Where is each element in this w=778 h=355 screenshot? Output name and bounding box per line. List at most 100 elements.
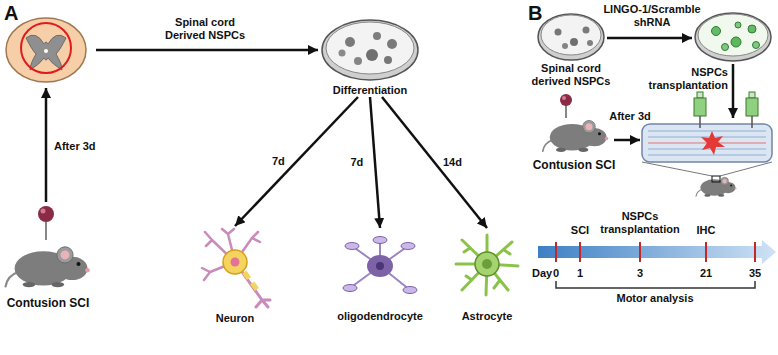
- node-text: Neuron: [185, 312, 285, 325]
- spinal-cord-longitudinal: [648, 154, 766, 156]
- neuron-illustration: [242, 271, 251, 280]
- mouse-with-impactor: [41, 209, 46, 214]
- process-arrow: [614, 139, 640, 142]
- mouse-with-impactor: [45, 222, 47, 240]
- duration-label: 14d: [441, 156, 464, 169]
- culture-dish: [538, 14, 604, 60]
- oligodendrocyte-illustration: [376, 262, 384, 270]
- timeline-tick: [639, 242, 641, 262]
- neuron-illustration: [250, 282, 259, 291]
- process-arrow: [96, 49, 318, 52]
- model-label: Contusion SCI: [526, 92, 622, 172]
- astrocyte-illustration: [482, 259, 492, 269]
- timeline-tick: [555, 242, 557, 262]
- mouse-with-impactor: [562, 96, 566, 100]
- mouse-with-impactor: [38, 206, 54, 222]
- culture-dish: [387, 39, 397, 49]
- panel-letter: A: [4, 2, 28, 24]
- node-text: Differentiation: [325, 84, 415, 97]
- process-arrow: [235, 97, 358, 226]
- timeline-tick: [754, 242, 756, 262]
- event-label: NSPCs transplantation: [594, 210, 686, 236]
- mouse-with-impactor: [6, 247, 90, 287]
- zoom-mouse: [642, 162, 712, 176]
- transfected-dish: [735, 22, 741, 28]
- range-label: Motor analysis: [600, 292, 710, 305]
- culture-dish: [339, 50, 346, 57]
- transfected-dish: [695, 13, 771, 61]
- transfected-dish: [695, 13, 771, 61]
- syringe: [697, 92, 703, 98]
- mouse-with-impactor: [6, 206, 90, 287]
- spinal-cord-section: [6, 18, 86, 82]
- day-number: 3: [628, 267, 652, 280]
- spinal-cord-longitudinal: [648, 130, 766, 132]
- astrocyte-illustration: [456, 235, 518, 295]
- model-label: Contusion SCI: [0, 204, 96, 310]
- range-bracket: [556, 281, 755, 288]
- transfected-dish: [731, 37, 741, 47]
- day-number: 21: [694, 267, 718, 280]
- culture-dish: [384, 56, 392, 64]
- node-text: Astrocyte: [445, 310, 529, 323]
- zoom-mouse: [696, 177, 737, 197]
- spinal-cord-section: [26, 35, 66, 70]
- timeline-tick: [556, 242, 755, 262]
- process-arrow: [45, 88, 48, 202]
- timeline-arrow: [538, 240, 776, 264]
- transfected-dish: [753, 42, 760, 49]
- mouse-with-impactor: [543, 94, 608, 152]
- oligodendrocyte-illustration: [401, 243, 415, 250]
- culture-dish: [366, 49, 378, 61]
- culture-dish: [326, 22, 414, 74]
- culture-dish: [373, 32, 381, 40]
- zoom-mouse: [642, 162, 772, 197]
- mouse-with-impactor: [543, 120, 608, 151]
- cell-node: oligodendrocyte: [330, 228, 430, 323]
- process-arrow: [607, 37, 692, 40]
- oligodendrocyte-illustration: [373, 237, 387, 244]
- spinal-cord-section: [44, 49, 48, 53]
- culture-dish: [541, 15, 601, 55]
- day-number: 1: [568, 267, 592, 280]
- syringe: [694, 98, 706, 116]
- node-text: oligodendrocyte: [330, 310, 430, 323]
- culture-dish: [570, 38, 578, 46]
- culture-dish: [345, 37, 355, 47]
- step-label: LINGO-1/Scramble shRNA: [596, 3, 708, 29]
- node-text: Contusion SCI: [526, 158, 622, 172]
- culture-dish: [322, 20, 418, 80]
- step-label: Spinal cord Derived NSPCs: [159, 16, 251, 42]
- duration-label: 7d: [349, 156, 366, 169]
- dish-node: Differentiation: [325, 18, 415, 97]
- spinal-cord-section: [6, 18, 86, 82]
- culture-dish: [583, 27, 590, 34]
- culture-dish: [354, 57, 362, 65]
- culture-dish: [538, 14, 604, 60]
- oligodendrocyte-illustration: [343, 237, 417, 294]
- spinal-cord-section: [21, 23, 71, 73]
- mouse-with-impactor: [565, 105, 567, 118]
- node-text: Contusion SCI: [0, 296, 96, 310]
- transfected-dish: [698, 14, 768, 56]
- transfected-dish: [712, 27, 721, 36]
- process-arrow: [370, 97, 380, 228]
- spinal-cord-longitudinal: [701, 131, 725, 155]
- cell-node: Neuron: [185, 226, 285, 325]
- neuron-illustration: [202, 229, 260, 280]
- neuron-illustration: [223, 250, 247, 274]
- culture-dish: [587, 40, 593, 46]
- event-label: IHC: [691, 224, 721, 237]
- duration-label: 7d: [270, 155, 287, 168]
- zoom-mouse: [712, 176, 720, 182]
- cell-node: Astrocyte: [445, 228, 529, 323]
- astrocyte-illustration: [475, 252, 499, 276]
- syringe: [751, 116, 753, 128]
- culture-dish: [562, 43, 568, 49]
- transfected-dish: [748, 25, 756, 33]
- culture-dish: [322, 20, 418, 80]
- step-label: After 3d: [602, 110, 658, 123]
- spinal-cord-longitudinal: [642, 124, 772, 162]
- process-arrow: [382, 97, 487, 228]
